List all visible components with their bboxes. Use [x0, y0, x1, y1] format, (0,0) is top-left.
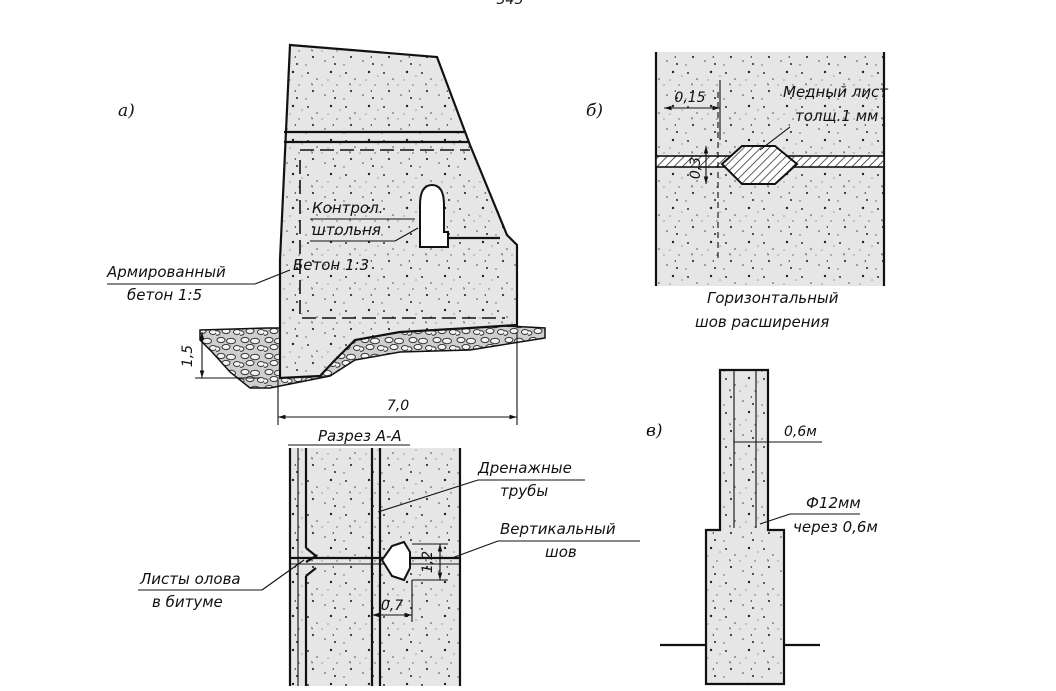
figure-b: б) 0,15 0,3 Медный лист толщ.1 мм Горизо… [586, 52, 889, 331]
joint-caption-line2: шов расширения [695, 313, 829, 331]
drain-label-line1: Дренажные [477, 459, 572, 477]
part-label-v: в) [646, 421, 663, 441]
tin-label-line1: Листы олова [139, 570, 241, 588]
rebar-label-line1: Ф12мм [806, 494, 861, 512]
gallery-leader [394, 227, 419, 242]
concrete-label: Бетон 1:3 [293, 256, 369, 274]
reinforced-label-line1: Армированный [106, 263, 226, 281]
copper-leader [759, 126, 791, 151]
dam-body [278, 43, 519, 380]
part-label-a: а) [118, 101, 135, 121]
vjoint-label-line1: Вертикальный [500, 520, 616, 538]
dim-joint-text: 1,2 [420, 551, 436, 573]
gallery-label-line2: штольня [312, 221, 381, 239]
dim-column-text: 0,6м [784, 424, 817, 440]
tin-leader [261, 559, 305, 591]
copper-label-line2: толщ.1 мм [795, 107, 878, 125]
vjoint-label-line2: шов [545, 543, 577, 561]
vjoint-leader [451, 540, 499, 559]
tin-sheet-fold-2 [305, 567, 317, 577]
drain-label-line2: трубы [500, 482, 548, 500]
dim-offset-text: 0,7 [381, 598, 403, 614]
gallery-label-line1: Контрол. [312, 199, 383, 217]
tin-sheet-fold [305, 547, 318, 563]
section-title: Разрез А-А [318, 427, 402, 445]
copper-label-line1: Медный лист [783, 83, 889, 101]
dim-top-text: 0,15 [674, 90, 705, 106]
vertical-joint-key [380, 540, 411, 582]
rebar-leader [759, 513, 791, 525]
dim-width-text: 7,0 [387, 398, 409, 414]
reinforced-leader [254, 269, 291, 285]
figure-v: в) 0,6м Ф12мм через 0,6м [646, 368, 878, 686]
section-body [290, 448, 460, 686]
figure-a: а) Контрол. штольня Бетон 1:3 Армированн… [106, 43, 546, 425]
tin-label-line2: в битуме [152, 593, 223, 611]
copper-sheet-key [720, 145, 799, 185]
joint-caption-line1: Горизонтальный [707, 289, 839, 307]
reinforced-label-line2: бетон 1:5 [127, 286, 202, 304]
drain-leader [377, 479, 479, 513]
dim-height-text: 1,5 [180, 345, 196, 367]
rebar-label-line2: через 0,6м [793, 518, 878, 536]
inner-zone-outline [299, 160, 505, 319]
section-aa: Разрез А-А 1,2 0,7 Дренажные трубы Ве [138, 427, 640, 686]
page-number: 345 [497, 0, 524, 8]
inspection-gallery [419, 183, 449, 248]
part-label-b: б) [586, 101, 603, 121]
column-body [704, 368, 786, 686]
dim-height-b-text: 0,3 [688, 157, 704, 179]
